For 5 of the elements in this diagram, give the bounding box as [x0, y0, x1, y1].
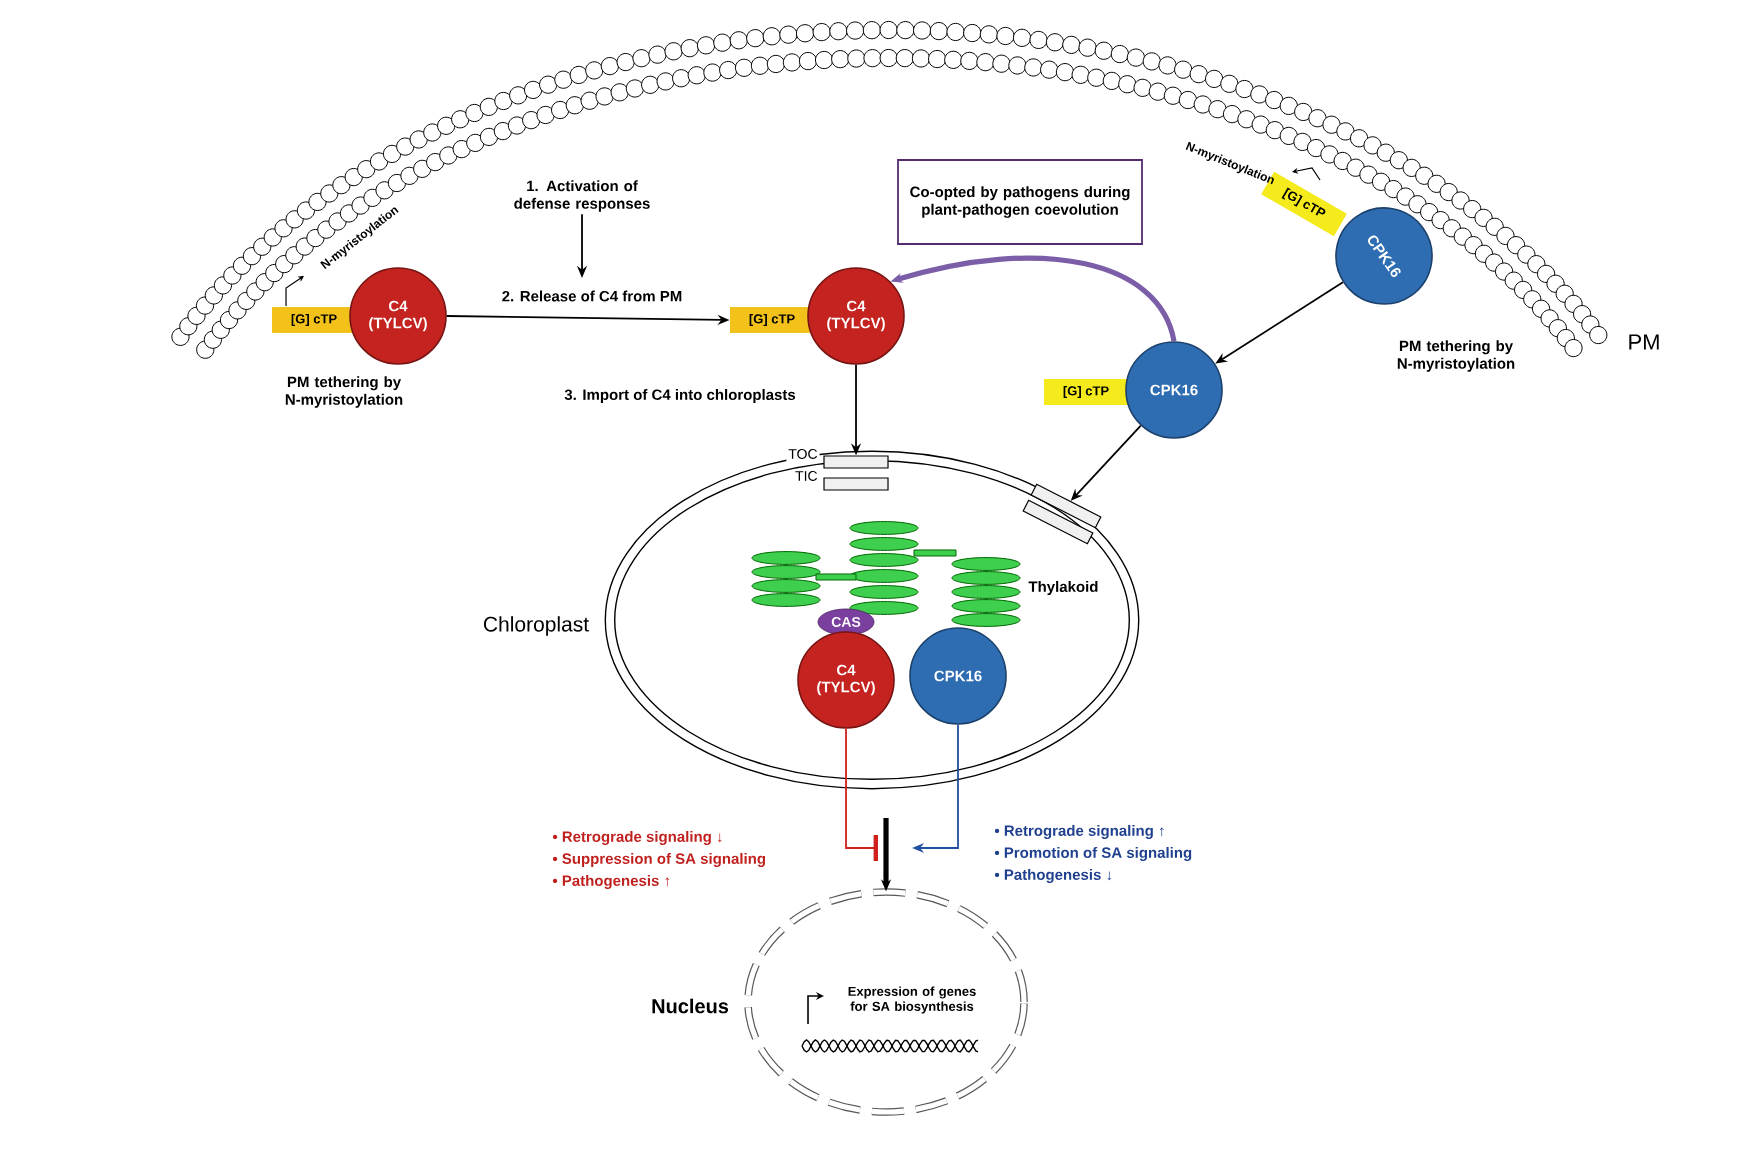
organelle-label: Nucleus — [652, 998, 729, 1014]
translocon-drawing — [1022, 483, 1102, 545]
arrow — [845, 727, 878, 861]
membrane-label: PM — [1629, 334, 1659, 350]
organelle-label: Chloroplast — [483, 616, 589, 636]
